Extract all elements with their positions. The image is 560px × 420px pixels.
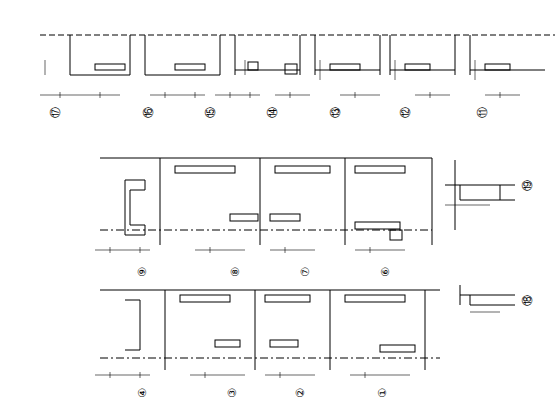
callout-number: ① xyxy=(377,388,388,398)
callout-number: ⑦ xyxy=(300,267,311,277)
callout-number: ⑱ xyxy=(522,295,533,306)
callout-number: ⑬ xyxy=(330,107,341,118)
callout-number: ⑭ xyxy=(267,107,278,118)
top-row xyxy=(40,35,555,98)
callout-number: ⑯ xyxy=(143,107,154,118)
callout-number: ⑪ xyxy=(477,107,488,118)
callout-number: ⑧ xyxy=(230,267,241,277)
callout-number: ⑮ xyxy=(205,107,216,118)
callout-number: ③ xyxy=(227,388,238,398)
callout-number: ④ xyxy=(137,388,148,398)
bottom-row xyxy=(95,285,515,378)
callout-number: ⑥ xyxy=(380,267,391,277)
callout-number: ⑫ xyxy=(400,107,411,118)
callout-number: ⑲ xyxy=(522,180,533,191)
middle-row xyxy=(95,158,515,253)
callout-number: ⑨ xyxy=(137,267,148,277)
callout-number: ② xyxy=(295,388,306,398)
callout-number: ⑰ xyxy=(50,107,61,118)
